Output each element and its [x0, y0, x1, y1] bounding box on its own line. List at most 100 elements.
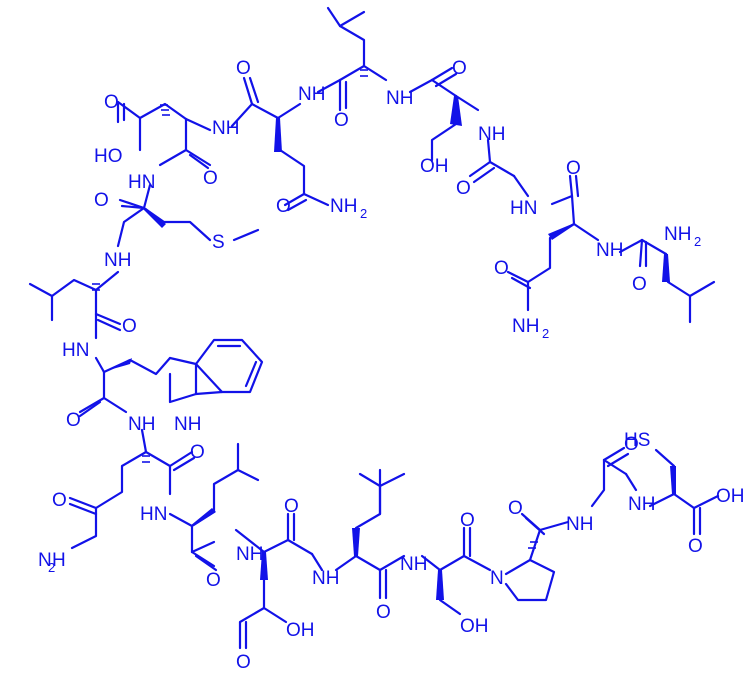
atom-labels: O HO O HN NH O NH O NH 2 O NH O OH NH O …	[38, 58, 745, 673]
bond	[194, 338, 264, 396]
bond	[430, 66, 454, 82]
atom-label: NH	[174, 414, 201, 435]
bond	[250, 102, 280, 120]
bond	[486, 138, 492, 164]
hash-bond	[92, 283, 100, 291]
atom-label: NH	[478, 124, 505, 145]
bond	[472, 166, 496, 184]
bond	[648, 492, 676, 508]
bond	[524, 516, 546, 536]
bond	[286, 198, 308, 212]
bond	[172, 456, 196, 472]
bond	[430, 78, 458, 98]
bond	[276, 102, 302, 120]
bond	[334, 554, 358, 572]
bond	[430, 94, 458, 162]
atom-subscript: 2	[542, 326, 549, 341]
atom-label: NH	[628, 494, 655, 515]
bond	[338, 64, 366, 82]
bond	[184, 117, 212, 132]
atom-label: O	[566, 158, 581, 179]
bond	[488, 160, 516, 178]
bond	[310, 552, 324, 572]
atom-label: O	[236, 652, 251, 673]
atom-label: NH	[330, 196, 357, 217]
atom-label: O	[203, 168, 218, 189]
bond	[362, 64, 388, 82]
bond	[302, 192, 330, 207]
atom-label: O	[688, 536, 703, 557]
atom-label: HN	[128, 172, 155, 193]
atom-label: O	[122, 316, 137, 337]
bond	[276, 116, 306, 196]
bond	[590, 458, 606, 508]
wedge-bond	[662, 254, 670, 282]
bond	[68, 502, 98, 516]
bond	[338, 10, 366, 28]
atom-label: S	[212, 232, 225, 253]
bond	[326, 6, 366, 68]
bond	[570, 194, 576, 226]
bond	[190, 550, 216, 568]
bond	[194, 362, 224, 394]
bond	[574, 174, 580, 198]
bond	[144, 450, 172, 468]
atom-label: O	[206, 570, 221, 591]
wedge-bond	[190, 508, 216, 526]
atom-label: O	[94, 190, 109, 211]
bond	[512, 174, 530, 198]
atom-label: O	[276, 196, 291, 217]
atom-label: O	[508, 498, 523, 519]
wedge-bond	[670, 466, 676, 494]
atom-label: N	[490, 568, 504, 589]
bond	[354, 472, 382, 558]
bond	[528, 528, 542, 562]
atom-label: O	[624, 434, 639, 455]
wedge-bond	[352, 528, 360, 556]
bond	[244, 360, 258, 388]
atom-label: O	[190, 442, 205, 463]
bond	[283, 192, 306, 207]
atom-label: O	[52, 490, 67, 511]
bond	[664, 252, 692, 324]
atom-subscript: 2	[48, 560, 55, 575]
bond	[190, 540, 216, 554]
atom-label: NH	[596, 240, 623, 261]
bond	[70, 506, 98, 550]
bond	[238, 606, 266, 650]
bond	[230, 102, 254, 128]
wedge-bond	[142, 208, 166, 228]
atom-label: OH	[460, 616, 489, 637]
bond	[102, 356, 172, 376]
bond	[120, 204, 146, 210]
atom-label: O	[494, 258, 509, 279]
atom-label: NH	[312, 568, 339, 589]
atom-label: NH	[104, 250, 131, 271]
bond	[454, 94, 480, 112]
bond	[510, 276, 532, 290]
atom-label: OH	[716, 486, 745, 507]
atom-label: NH	[664, 224, 691, 245]
atom-label: O	[376, 602, 391, 623]
bond	[78, 396, 106, 414]
bond	[184, 148, 212, 167]
bond	[526, 222, 576, 284]
bond	[286, 538, 314, 556]
bond	[688, 280, 716, 298]
atom-label: NH	[400, 554, 427, 575]
atom-subscript: 2	[360, 206, 367, 221]
atom-label: O	[104, 92, 119, 113]
wedge-bond	[450, 96, 462, 126]
bond	[506, 270, 530, 284]
bond	[102, 396, 128, 414]
atom-label: O	[334, 110, 349, 131]
bond	[248, 76, 260, 104]
wedge-bond	[548, 224, 576, 240]
wedge-bond	[260, 552, 268, 580]
bond	[168, 512, 194, 528]
bond	[638, 238, 644, 268]
bond	[550, 194, 574, 206]
atom-label: NH	[212, 118, 239, 139]
atom-label: O	[632, 274, 647, 295]
hash-bond	[142, 455, 150, 463]
